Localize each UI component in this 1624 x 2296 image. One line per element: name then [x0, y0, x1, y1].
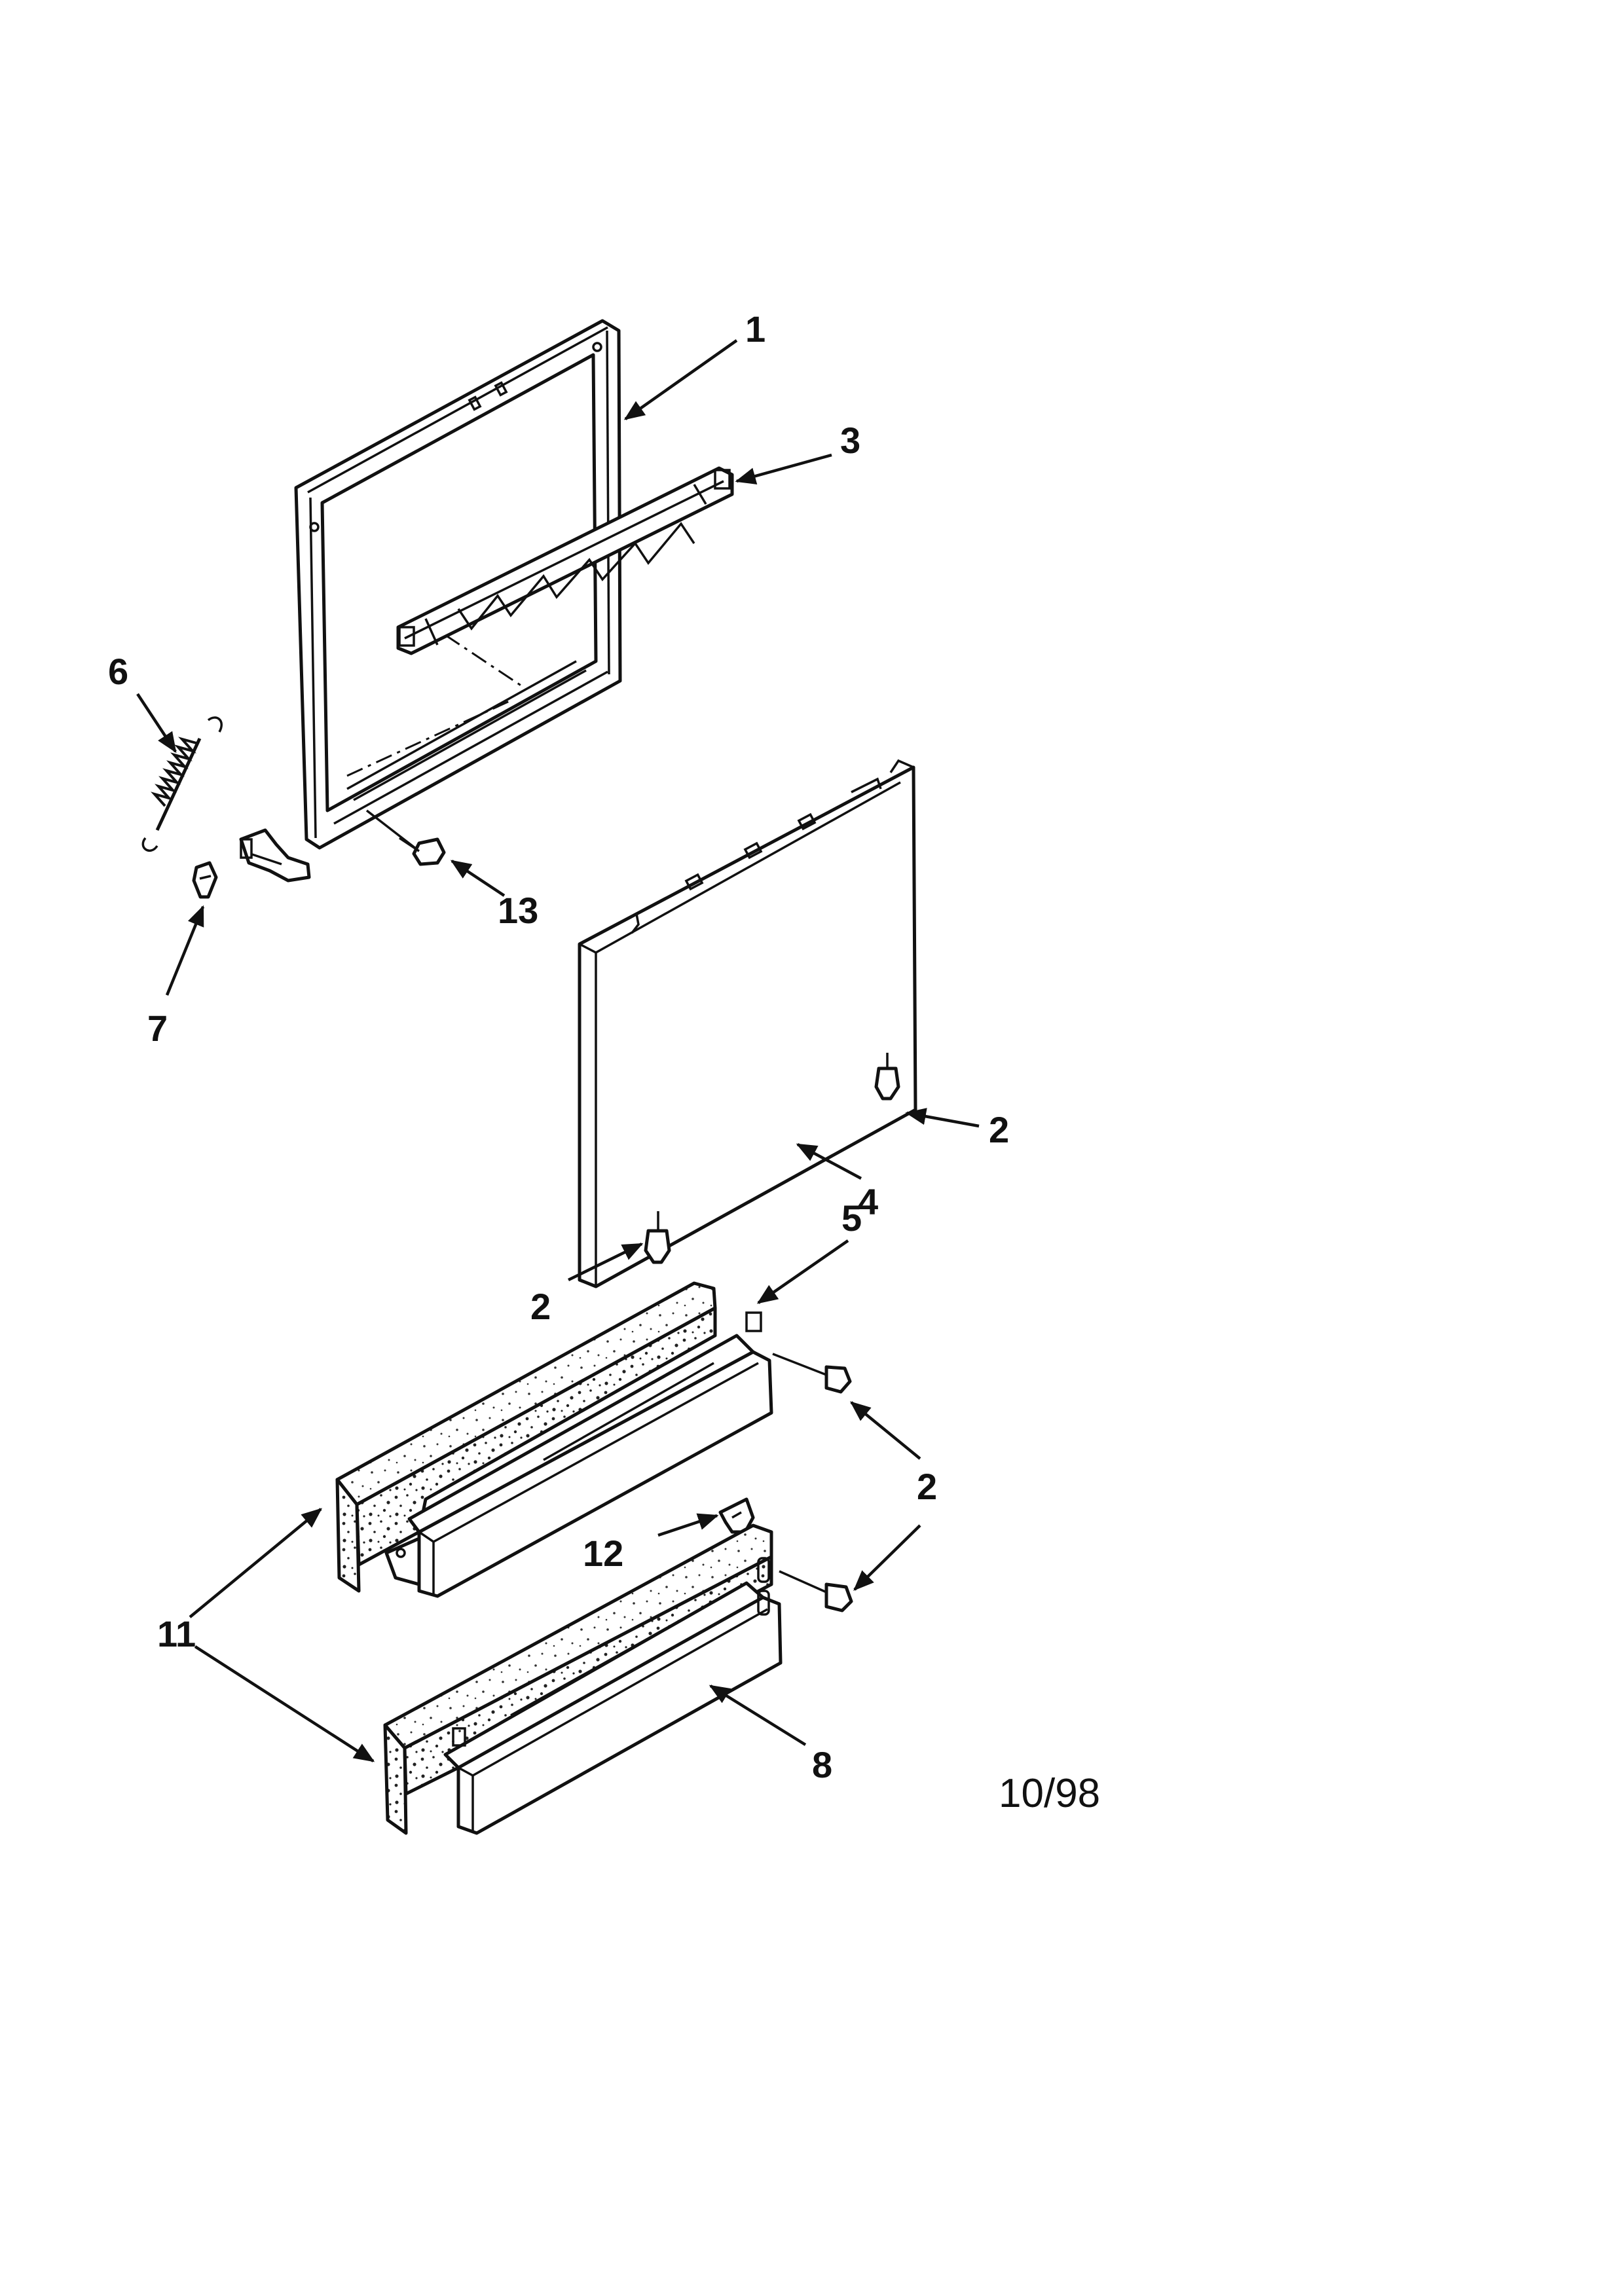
callout-6: 6	[108, 651, 128, 692]
panel-screw-right	[874, 1053, 900, 1101]
callout-4: 4	[858, 1181, 878, 1222]
panel-screw-bottom	[644, 1211, 671, 1264]
door-bracket	[396, 466, 734, 655]
inner-door-frame	[239, 319, 622, 883]
callout-13: 13	[498, 890, 538, 931]
leader-lines	[136, 339, 980, 1762]
callout-5: 5	[841, 1197, 862, 1239]
callout-8: 8	[812, 1744, 832, 1785]
callout-12: 12	[583, 1533, 623, 1574]
upper-toe-kick-assembly	[335, 1281, 773, 1598]
assembly-centerline	[346, 699, 511, 777]
outer-door-panel	[578, 759, 917, 1288]
callout-2-panel: 2	[989, 1109, 1009, 1150]
toe-kick-screw-upper	[772, 1353, 852, 1394]
revision-date: 10/98	[999, 1771, 1100, 1816]
toe-kick-screw-lower	[779, 1570, 853, 1613]
lower-toe-kick-assembly	[383, 1523, 783, 1835]
door-spring	[141, 716, 223, 852]
callout-3: 3	[840, 420, 860, 461]
callout-2-bottom: 2	[530, 1286, 551, 1327]
frame-screw	[365, 809, 446, 866]
callout-2-toe-kick: 2	[917, 1466, 937, 1507]
assembly-centerline	[445, 634, 525, 689]
callout-7: 7	[147, 1008, 168, 1049]
callout-11: 11	[157, 1613, 196, 1654]
callout-labels: 1 3 6 13 7 2 4 5 2 2 12 11 8	[108, 308, 1009, 1785]
callout-1: 1	[745, 308, 766, 350]
door-clip	[192, 861, 218, 899]
